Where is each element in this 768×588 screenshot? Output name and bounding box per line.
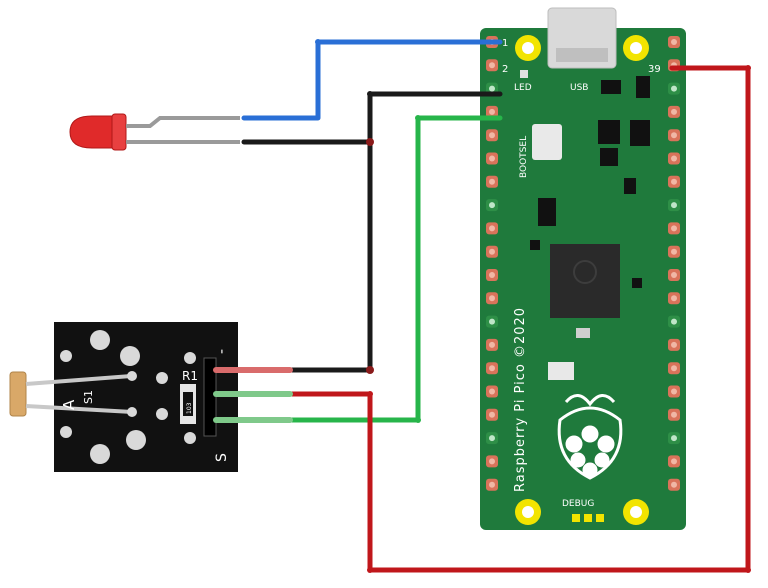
r1-label: R1 — [182, 369, 198, 383]
debug-pad — [596, 514, 604, 522]
header-pin-hole — [489, 108, 495, 115]
header-pin-hole — [671, 132, 677, 139]
mounting-hole — [515, 499, 541, 525]
header-pin-hole — [489, 248, 495, 255]
red-led — [69, 113, 240, 151]
bootsel-label: BOOTSEL — [519, 136, 529, 178]
header-pin-hole — [489, 341, 495, 348]
header-pin-hole — [671, 365, 677, 372]
mounting-hole — [515, 35, 541, 61]
header-pin-hole — [489, 411, 495, 418]
debug-pad — [572, 514, 580, 522]
photo-label-s: S1 — [82, 390, 95, 404]
header-pin-hole — [489, 132, 495, 139]
mounting-hole — [623, 499, 649, 525]
led-indicator — [520, 70, 528, 78]
header-pins-right — [668, 36, 680, 491]
header-pin-hole — [489, 365, 495, 372]
led-label: LED — [514, 83, 532, 93]
debug-pad — [584, 514, 592, 522]
header-pin-hole — [671, 481, 677, 488]
header-pin-hole — [489, 295, 495, 302]
usb-label: USB — [570, 83, 588, 93]
pico-board: 1 2 39 LED USB BOOTSEL Raspberry Pi Pico… — [480, 7, 686, 530]
crystal — [601, 80, 621, 94]
pico-brand-label: Raspberry Pi Pico ©2020 — [513, 307, 528, 492]
header-pin-hole — [671, 178, 677, 185]
debug-label: DEBUG — [562, 499, 594, 509]
header-pin-hole — [489, 435, 495, 442]
pin-1-label: 1 — [502, 38, 508, 49]
rp2040-chip — [550, 244, 620, 318]
wires — [213, 39, 751, 573]
minus-label: - — [214, 349, 230, 354]
wire-blue — [241, 39, 503, 121]
led-leg — [126, 116, 240, 128]
header-pin-hole — [671, 272, 677, 278]
header-pin-hole — [671, 318, 677, 325]
bootsel-button — [532, 124, 562, 160]
photo-label-a: A — [60, 399, 78, 410]
photoresistor-leg — [25, 404, 133, 414]
header-pin-hole — [489, 318, 495, 325]
wire-red — [287, 65, 751, 573]
wire-black — [287, 91, 503, 373]
pin-2-label: 2 — [502, 64, 508, 75]
s-label: S — [214, 453, 230, 462]
header-pin-hole — [489, 481, 495, 488]
header-pin-hole — [489, 202, 495, 209]
header-pin-hole — [489, 178, 495, 185]
header-pin-hole — [671, 85, 677, 92]
pin-39-label: 39 — [648, 64, 661, 75]
header-pin-hole — [489, 225, 495, 232]
wire-green — [287, 115, 503, 423]
header-pin-hole — [671, 388, 677, 395]
header-pin-hole — [671, 202, 677, 209]
header-pin-hole — [489, 388, 495, 395]
header-pin-hole — [489, 458, 495, 465]
header-pin-hole — [671, 225, 677, 232]
header-pin-hole — [489, 272, 495, 278]
header-pin-hole — [671, 248, 677, 255]
photoresistor-module: A S1 103 R1 - S — [9, 322, 238, 472]
header-pin-hole — [671, 458, 677, 465]
header-pin-hole — [671, 155, 677, 162]
raspberry-logo — [557, 394, 623, 480]
photoresistor — [9, 371, 27, 417]
header-pin-hole — [489, 155, 495, 162]
header-pin-hole — [671, 411, 677, 418]
photoresistor-leg — [25, 374, 133, 386]
header-pins-left — [486, 36, 498, 491]
header-pin-hole — [671, 39, 677, 45]
header-pin-hole — [671, 435, 677, 442]
header-pin-hole — [489, 62, 495, 69]
header-pin-hole — [671, 295, 677, 302]
mounting-hole — [623, 35, 649, 61]
header-pin-hole — [489, 85, 495, 92]
header-pin-hole — [671, 341, 677, 348]
header-pin-hole — [671, 108, 677, 115]
resistor-code: 103 — [186, 402, 193, 414]
